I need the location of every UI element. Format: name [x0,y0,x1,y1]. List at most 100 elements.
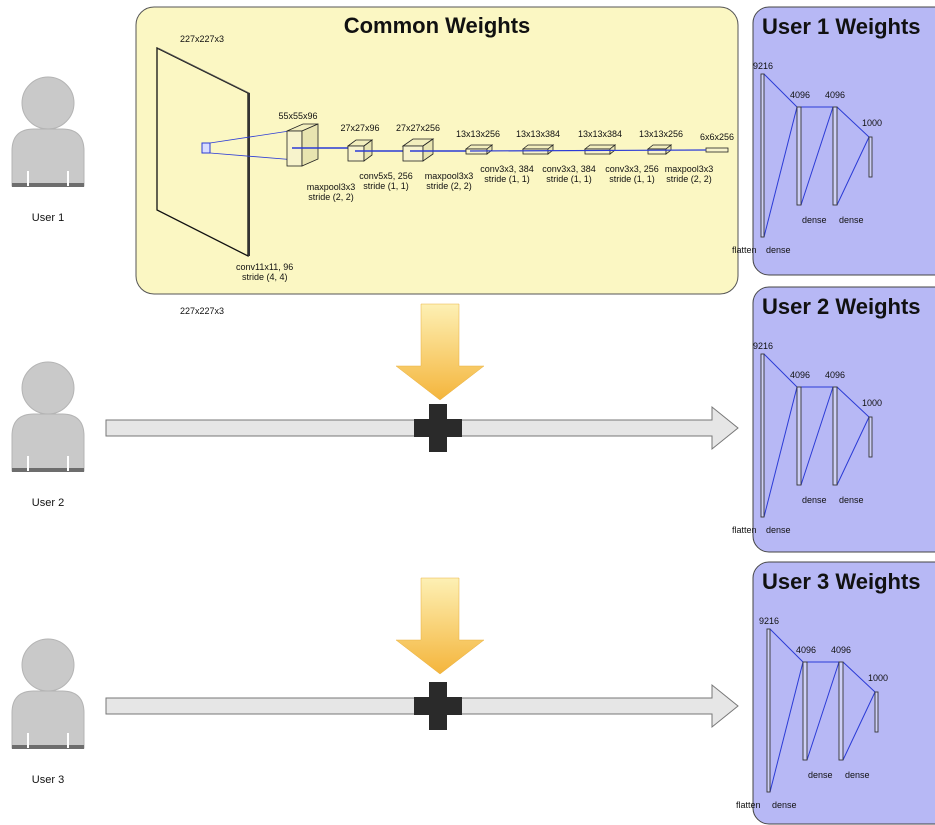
dense-connection-line [836,106,870,138]
dense-size-label: 4096 [825,90,845,100]
user-label: User 2 [32,497,64,509]
dense-connection-line [806,661,840,761]
user-label: User 1 [32,212,64,224]
conv1-label: conv11x11, 96 [236,262,293,272]
flatten-label: flatten [732,525,757,535]
dense-size-label: 1000 [862,398,882,408]
user-weights-panel: User 2 Weights 9216 4096 4096 1000 flatten den… [732,286,935,553]
dense-connection-line [769,628,804,663]
dense-layer-4096-a [796,106,802,206]
cube-layer-13x13x256-b [646,144,673,155]
cube-layer-13x13x384-b [583,144,617,155]
dense-layer-4096-a [796,386,802,486]
flatten-label: flatten [732,245,757,255]
dense-label: dense [766,245,791,255]
dense-layer-4096-b [832,106,838,206]
dense-size-label: 9216 [753,61,773,71]
dense-connection-line [842,661,876,693]
user-weights-panel: User 1 Weights 9216 4096 4096 1000 flatten den… [732,6,935,276]
block-size-label: 6x6x256 [700,132,734,142]
common-weights-title: Common Weights [344,13,531,38]
dense-layer-1000 [874,691,879,733]
block-stride-label: stride (2, 2) [426,181,472,191]
dense-connection-line [763,73,798,108]
cube-layer-6x6x256 [705,147,729,153]
block-size-label: 55x55x96 [278,111,317,121]
dense-layer-9216 [760,353,765,518]
dense-label: dense [772,800,797,810]
dense-layer-1000 [868,416,873,458]
user-weights-panel-bg [752,286,935,553]
user-weights-panel-bg [752,561,935,825]
dense-size-label: 4096 [790,370,810,380]
user-weight-panels: User 1 Weights 9216 4096 4096 1000 flatten den… [732,6,935,825]
conv1-kernel [201,142,211,154]
block-stride-label: stride (1, 1) [546,174,592,184]
block-op-label: maxpool3x3 [307,182,356,192]
user-weights-title: User 1 Weights [762,14,921,39]
user-weights-title: User 3 Weights [762,569,921,594]
dense-size-label: 1000 [868,673,888,683]
dense-label: dense [802,495,827,505]
dense-size-label: 4096 [790,90,810,100]
dense-connection-line [836,416,870,486]
dense-connection-line [769,661,804,793]
dense-connection-line [763,353,798,388]
dense-layer-9216 [760,73,765,238]
block-size-label: 27x27x256 [396,123,440,133]
user-weights-panel-bg [752,6,935,276]
dense-connection-line [763,386,798,518]
cube-layer-27x27x256 [401,138,470,162]
dense-layer-4096-b [838,661,844,761]
conv1-stride-label: stride (4, 4) [242,272,288,282]
dense-layer-4096-a [802,661,808,761]
block-size-label: 27x27x96 [340,123,379,133]
dense-layer-9216 [766,628,771,793]
user-avatar-icon [11,638,85,749]
dense-connection-line [800,386,834,486]
cube-layer-13x13x384-a [521,144,555,155]
block-size-label: 13x13x384 [516,129,560,139]
arrow-down-icon [395,303,485,401]
dense-label: dense [839,215,864,225]
dense-size-label: 4096 [831,645,851,655]
cube-layer-55x55x96 [286,123,350,167]
user-avatar-icon [11,361,85,472]
dense-size-label: 1000 [862,118,882,128]
block-stride-label: stride (2, 2) [308,192,354,202]
flatten-label: flatten [736,800,761,810]
dense-label: dense [839,495,864,505]
input-size-label-top: 227x227x3 [180,34,224,44]
input-layer-slab [156,46,250,258]
block-stride-label: stride (1, 1) [484,174,530,184]
dense-connection-line [800,106,834,206]
cube-layer-13x13x256-a [464,144,494,155]
dense-label: dense [845,770,870,780]
block-op-label: maxpool3x3 [425,171,474,181]
dense-size-label: 9216 [753,341,773,351]
user-avatar-icon [11,76,85,187]
block-stride-label: stride (1, 1) [363,181,409,191]
block-op-label: conv3x3, 256 [605,164,659,174]
plus-icon [414,404,462,452]
arrow-down-icon [395,577,485,675]
user-weights-title: User 2 Weights [762,294,921,319]
block-op-label: maxpool3x3 [665,164,714,174]
block-size-label: 13x13x384 [578,129,622,139]
cube-layer-27x27x96 [346,139,410,162]
dense-connection-line [842,691,876,761]
flow-arrows [105,303,739,730]
block-op-label: conv5x5, 256 [359,171,413,181]
dense-connection-line [763,106,798,238]
dense-connection-line [836,386,870,418]
dense-size-label: 4096 [825,370,845,380]
block-stride-label: stride (2, 2) [666,174,712,184]
dense-label: dense [802,215,827,225]
dense-size-label: 4096 [796,645,816,655]
dense-layer-4096-b [832,386,838,486]
block-stride-label: stride (1, 1) [609,174,655,184]
plus-icon [414,682,462,730]
